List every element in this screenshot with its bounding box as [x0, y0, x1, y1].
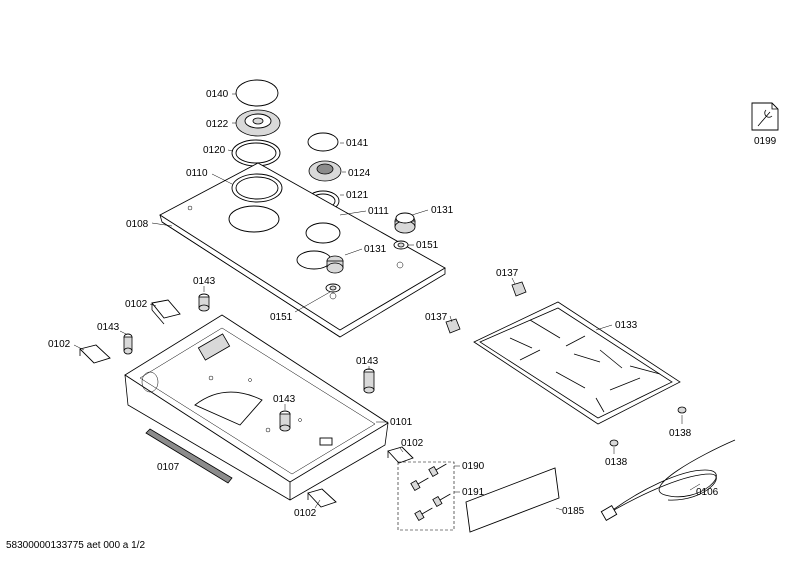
bracket-0102-a	[151, 299, 181, 325]
label-0143-b: 0143	[97, 322, 120, 333]
label-0102-d: 0102	[294, 508, 317, 519]
screw-set	[397, 461, 455, 531]
leader-lines	[73, 93, 701, 511]
label-0190: 0190	[462, 461, 485, 472]
label-0101: 0101	[390, 417, 413, 428]
label-0140: 0140	[206, 89, 229, 100]
label-0143-c: 0143	[356, 356, 379, 367]
label-strip	[465, 467, 560, 533]
foot-0143-a	[198, 293, 210, 312]
clip-0137-a	[511, 281, 527, 297]
burner-crown-small	[308, 160, 342, 182]
label-0110: 0110	[186, 168, 208, 179]
label-0120: 0120	[203, 145, 226, 156]
base-tray	[124, 314, 389, 501]
label-0141: 0141	[346, 138, 369, 149]
gasket-strip	[145, 428, 233, 484]
control-knob-right	[394, 212, 416, 234]
hob-top-plate	[159, 162, 446, 338]
label-0108: 0108	[126, 219, 149, 230]
label-0137-a: 0137	[496, 268, 519, 279]
seal-ring-large	[231, 139, 281, 167]
document-footer-code: 58300000133775 aet 000 a 1/2	[6, 540, 146, 551]
label-0106: 0106	[696, 487, 719, 498]
label-0133: 0133	[615, 320, 638, 331]
knob-bushing-left	[325, 283, 341, 293]
burner-cap-large	[235, 79, 279, 107]
burner-crown-large	[235, 109, 281, 137]
label-0185: 0185	[562, 506, 585, 517]
bracket-0102-b	[79, 344, 111, 364]
label-0131-right: 0131	[431, 205, 454, 216]
clip-0137-b	[445, 318, 461, 334]
pan-support-grid	[473, 301, 681, 425]
label-0143-a: 0143	[193, 276, 216, 287]
label-0131-left: 0131	[364, 244, 387, 255]
label-0111: 0111	[368, 206, 389, 217]
label-0191: 0191	[462, 487, 485, 498]
label-0124: 0124	[348, 168, 371, 179]
label-0199: 0199	[754, 136, 777, 147]
label-0121: 0121	[346, 190, 369, 201]
label-0151-right: 0151	[416, 240, 439, 251]
label-0102-c: 0102	[401, 438, 424, 449]
grid-foot-a	[677, 406, 687, 414]
label-0102-a: 0102	[125, 299, 148, 310]
label-0143-d: 0143	[273, 394, 296, 405]
wrench-manual-icon	[751, 102, 779, 131]
knob-bushing-right	[393, 240, 409, 250]
label-0138-a: 0138	[669, 428, 692, 439]
foot-0143-c	[363, 368, 375, 394]
label-0102-b: 0102	[48, 339, 71, 350]
foot-0143-b	[123, 333, 133, 355]
bracket-0102-c	[387, 446, 414, 464]
label-0151-left: 0151	[270, 312, 293, 323]
label-0137-b: 0137	[425, 312, 448, 323]
ignition-cable	[600, 439, 736, 521]
label-0122: 0122	[206, 119, 229, 130]
bracket-0102-d	[307, 488, 337, 508]
burner-cap-small	[307, 132, 339, 152]
label-0138-b: 0138	[605, 457, 628, 468]
foot-0143-d	[279, 410, 291, 432]
control-knob-left	[326, 255, 344, 274]
label-0107: 0107	[157, 462, 180, 473]
grid-foot-b	[609, 439, 619, 447]
